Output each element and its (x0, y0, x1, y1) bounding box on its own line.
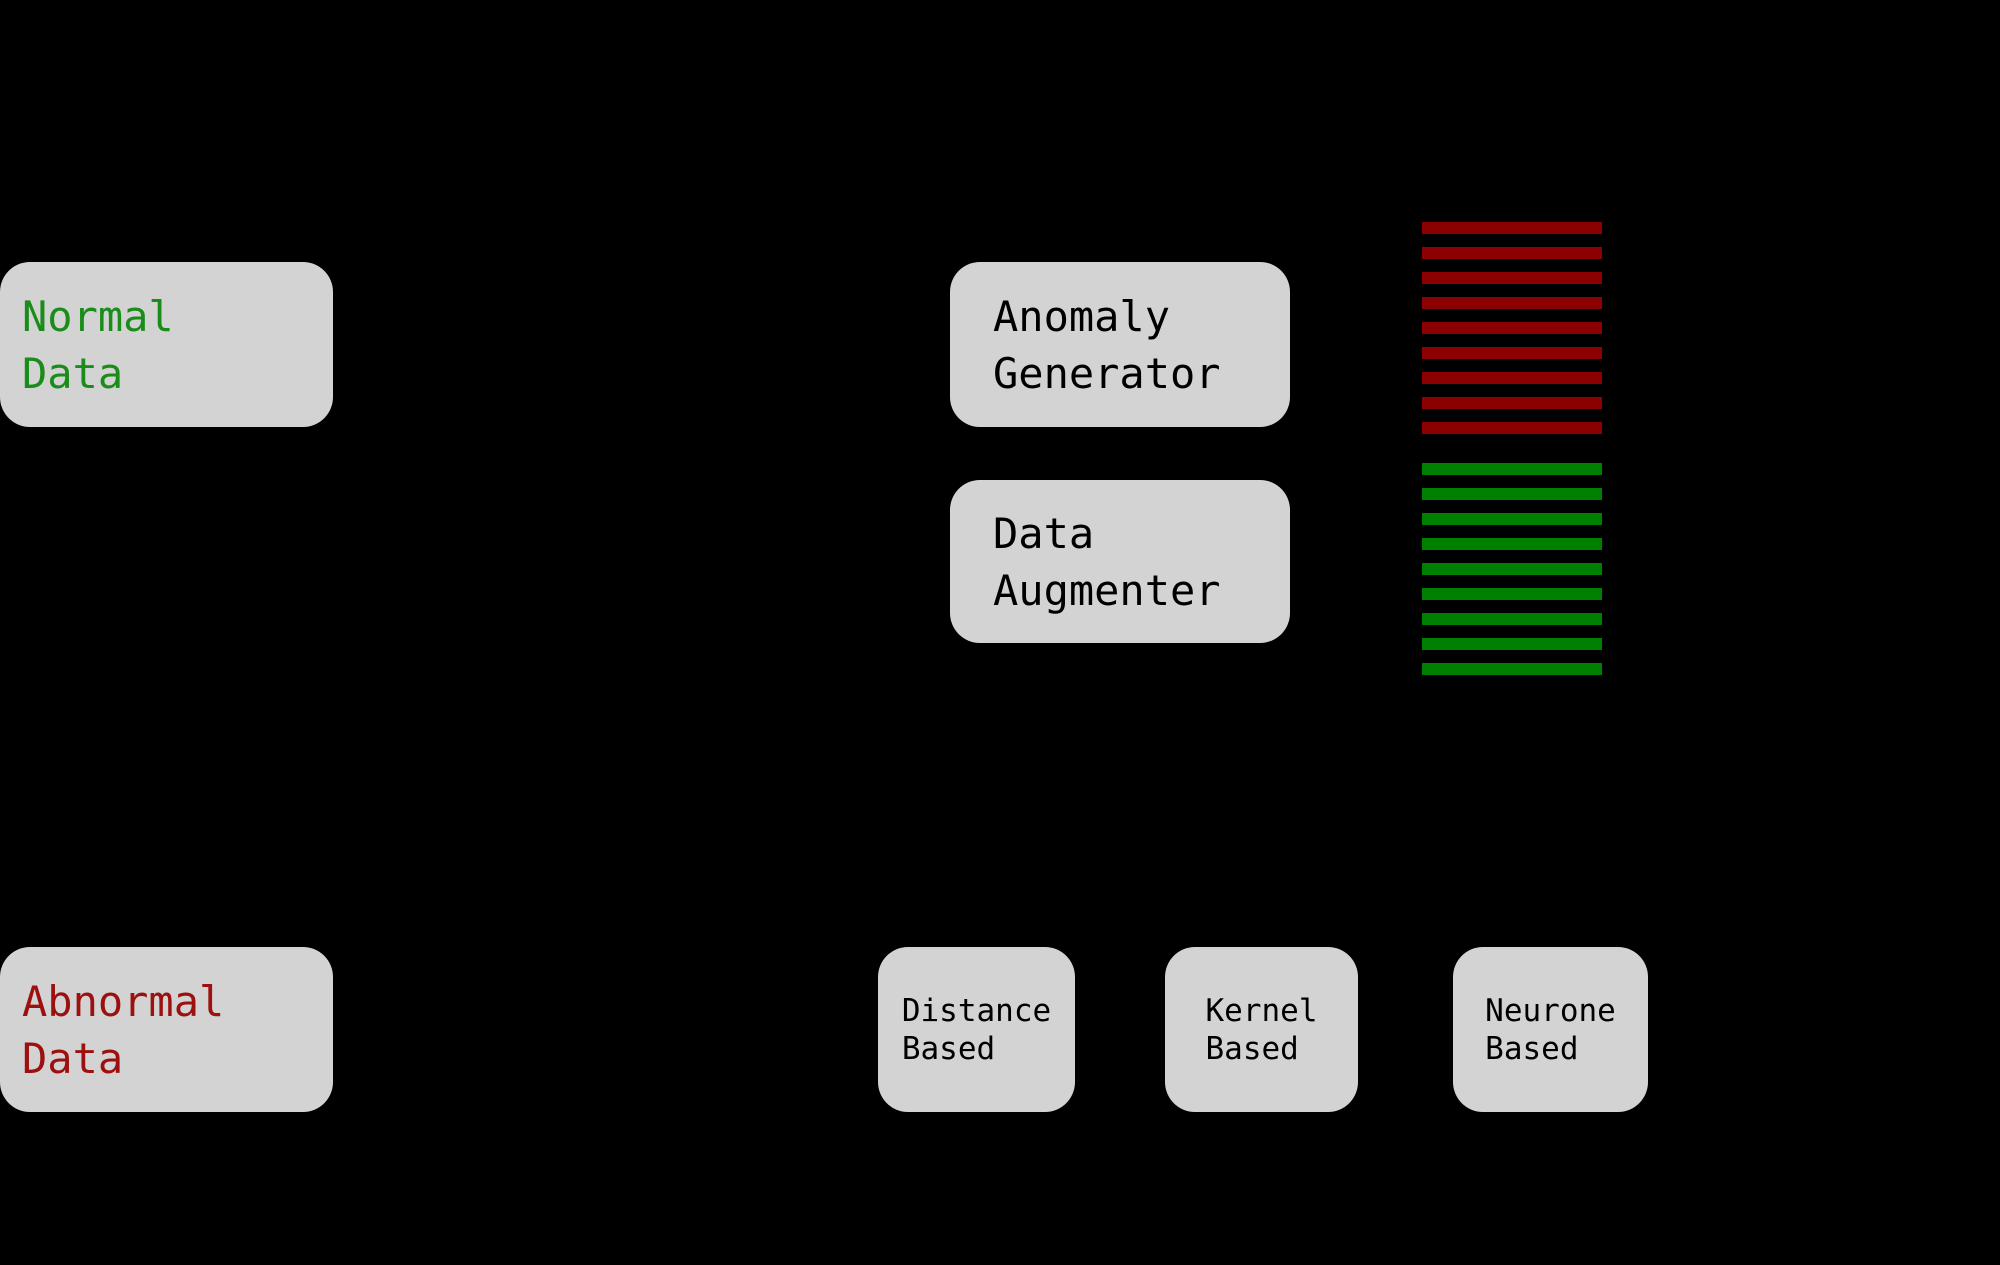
stripe (1422, 422, 1602, 434)
kernel-based-line1: Kernel (1205, 992, 1318, 1029)
stripe (1422, 222, 1602, 234)
stripe (1422, 563, 1602, 575)
data-augmenter-line2: Augmenter (993, 565, 1221, 615)
abnormal-data-line2: Data (22, 1033, 124, 1083)
stripe (1422, 538, 1602, 550)
stripe (1422, 247, 1602, 259)
stripe (1422, 588, 1602, 600)
data-augmenter-line1: Data (993, 508, 1095, 558)
stripe (1422, 663, 1602, 675)
kernel-based-line2: Based (1205, 1030, 1299, 1067)
anomaly-generator-line1: Anomaly (993, 291, 1171, 341)
stripe (1422, 463, 1602, 475)
stripe (1422, 272, 1602, 284)
normal-samples-stripes (1422, 463, 1602, 675)
stripe (1422, 638, 1602, 650)
anomalous-samples-stripes (1422, 222, 1602, 434)
neurone-based-line2: Based (1485, 1030, 1579, 1067)
stripe (1422, 322, 1602, 334)
neurone-based-line1: Neurone (1485, 992, 1616, 1029)
distance-based-line2: Based (901, 1030, 996, 1067)
normal-data-line1: Normal (22, 291, 174, 341)
abnormal-data-line1: Abnormal (22, 976, 225, 1026)
stripe (1422, 613, 1602, 625)
anomaly-generator-line2: Generator (993, 348, 1221, 398)
stripe (1422, 397, 1602, 409)
stripe (1422, 372, 1602, 384)
distance-based-line1: Distance (901, 992, 1052, 1029)
stripe (1422, 347, 1602, 359)
stripe (1422, 513, 1602, 525)
stripe (1422, 488, 1602, 500)
normal-data-line2: Data (22, 348, 124, 398)
stripe (1422, 297, 1602, 309)
